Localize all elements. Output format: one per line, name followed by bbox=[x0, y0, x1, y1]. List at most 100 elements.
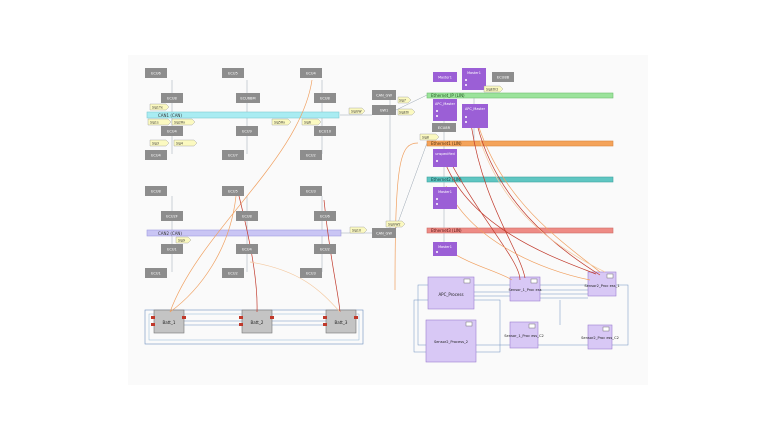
ecu-box[interactable]: ECU8 bbox=[145, 186, 167, 196]
ecu-box[interactable]: ECU9 bbox=[236, 126, 258, 136]
function-block-batt-1[interactable]: Batt_1 bbox=[151, 309, 186, 334]
ecu-label: ECU5 bbox=[228, 72, 238, 76]
ecu-label: ECU8 bbox=[151, 190, 161, 194]
signal-flag[interactable]: Sig4 bbox=[173, 139, 198, 147]
ecu-box[interactable]: ECU8 bbox=[161, 93, 183, 103]
process-sensor2-c2[interactable]: Sensor2_Proc ess_C2 bbox=[581, 324, 619, 350]
function-block-batt-2[interactable]: Batt_2 bbox=[239, 309, 274, 334]
bus-ethernet3[interactable]: Ethernet3 (LIN) bbox=[426, 227, 614, 234]
signal-flag-label: SigGW2 bbox=[388, 223, 401, 227]
signal-flag[interactable]: Sig1s bbox=[147, 118, 172, 126]
ecu-box[interactable]: ECU8 bbox=[236, 211, 258, 221]
signal-flag-label: Sig1s bbox=[150, 121, 159, 125]
signal-flag[interactable]: Sig10 bbox=[349, 226, 368, 234]
purple-node[interactable]: Master1 bbox=[433, 187, 457, 209]
ecu-box[interactable]: ECU4 bbox=[145, 150, 167, 160]
ecu-box[interactable]: ECU6 bbox=[314, 211, 336, 221]
ecu-label: ECU8 bbox=[167, 97, 177, 101]
signal-flag[interactable]: Sig8 bbox=[419, 133, 440, 141]
signal-flag[interactable]: SigGW2 bbox=[385, 220, 406, 228]
function-block-batt-3-label: Batt_3 bbox=[335, 320, 348, 325]
signal-flag[interactable]: SigEth2 bbox=[483, 85, 504, 93]
function-block-batt-3[interactable]: Batt_3 bbox=[323, 309, 358, 334]
ecu-label: ECU5 bbox=[228, 190, 238, 194]
purple-node[interactable]: Master1 bbox=[433, 72, 457, 82]
ecu-box[interactable]: ECU8 bbox=[314, 93, 336, 103]
gateway-box[interactable]: GW1 bbox=[372, 105, 396, 115]
signal-flag-label: SigEth2 bbox=[486, 88, 498, 92]
process-sensor2-1-label: Sensor2_Proc ess_1 bbox=[584, 284, 619, 288]
process-sensor1[interactable]: Sensor_1_Proc ess bbox=[509, 276, 542, 302]
ecu-box[interactable]: ECU6 bbox=[145, 68, 167, 78]
ecu-box[interactable]: ECU4 bbox=[300, 68, 322, 78]
purple-node-label: Master1 bbox=[438, 245, 452, 249]
ecu-box[interactable]: ECU1 bbox=[145, 268, 167, 278]
bus-ethernet1[interactable]: Ethernet1 (LIN) bbox=[426, 140, 614, 147]
purple-node[interactable]: unspecified bbox=[433, 149, 457, 167]
function-block-batt-2-label: Batt_2 bbox=[251, 320, 264, 325]
process-sensor2-2[interactable]: Sensor2_Process_2 bbox=[425, 319, 477, 363]
ecu-label: ECU3 bbox=[306, 272, 316, 276]
ecu-label: ECU3 bbox=[306, 190, 316, 194]
purple-node-label: APC_Master bbox=[465, 107, 486, 111]
ecu-label: ECU6 bbox=[320, 215, 330, 219]
process-sensor2-1[interactable]: Sensor2_Proc ess_1 bbox=[584, 271, 620, 297]
ecu-box[interactable]: ECU4 bbox=[236, 244, 258, 254]
ecu-box[interactable]: ECU2F bbox=[161, 211, 183, 221]
signal-flag-label: Sig6 bbox=[304, 121, 311, 125]
gateway-label: CAN_GW bbox=[376, 94, 392, 98]
ecu-box[interactable]: ECU8R bbox=[432, 123, 456, 132]
signal-flag[interactable]: Sig9 bbox=[175, 236, 192, 244]
ecu-label: ECU8 bbox=[242, 215, 252, 219]
purple-node[interactable]: APC_Master bbox=[433, 99, 457, 121]
ecu-box[interactable]: ECU7 bbox=[222, 150, 244, 160]
bus-can1[interactable]: CAN1 (CAN) bbox=[146, 111, 340, 119]
ecu-label: ECU4 bbox=[167, 130, 177, 134]
ecu-box[interactable]: ECU2 bbox=[222, 268, 244, 278]
bus-ethernet-ip[interactable]: Ethernet_IP (LIN) bbox=[426, 92, 614, 99]
ecu-box[interactable]: ECU2 bbox=[300, 150, 322, 160]
signal-flag[interactable]: Sig6 bbox=[301, 118, 322, 126]
process-apc[interactable]: APC_Process bbox=[427, 276, 475, 310]
ecu-label: ECU1 bbox=[151, 272, 161, 276]
process-apc-label: APC_Process bbox=[438, 292, 463, 297]
process-sensor1-c2[interactable]: Sensor_1_Proc ess_C2 bbox=[504, 321, 544, 349]
gateway-box[interactable]: CAN_GW bbox=[372, 228, 396, 238]
purple-node[interactable]: Master1 bbox=[433, 242, 457, 256]
ecu-box[interactable]: ECU5 bbox=[222, 68, 244, 78]
ecu-label: ECU8R bbox=[438, 126, 451, 130]
ecu-box[interactable]: ECU6BM bbox=[236, 93, 260, 103]
gateway-box[interactable]: CAN_GW bbox=[372, 90, 396, 100]
ecu-label: ECU8B bbox=[497, 76, 510, 80]
signal-flag[interactable]: SigEth bbox=[397, 108, 416, 116]
bus-ethernet2[interactable]: Ethernet2 (LIN) bbox=[426, 176, 614, 183]
signal-flag[interactable]: Sig2Rx bbox=[171, 118, 196, 126]
signal-flag[interactable]: SigGW bbox=[348, 107, 366, 115]
ecu-label: ECU2F bbox=[166, 215, 178, 219]
ecu-box[interactable]: ECU8B bbox=[492, 72, 514, 82]
ecu-box[interactable]: ECU2 bbox=[314, 244, 336, 254]
bus-can2-label: CAN2 (CAN) bbox=[158, 231, 182, 236]
bus-ethernet1-label: Ethernet1 (LIN) bbox=[431, 141, 462, 146]
signal-flag-label: Sig1Tx bbox=[152, 106, 163, 110]
ecu-label: ECU7 bbox=[228, 154, 238, 158]
bus-can2[interactable]: CAN2 (CAN) bbox=[146, 229, 342, 237]
ecu-box[interactable]: ECU1 bbox=[161, 244, 183, 254]
signal-flag[interactable]: Sig3 bbox=[149, 139, 170, 147]
ecu-box[interactable]: ECU5 bbox=[222, 186, 244, 196]
ecu-box[interactable]: ECU10 bbox=[314, 126, 336, 136]
signal-flag[interactable]: Sig1Tx bbox=[149, 103, 170, 111]
ecu-box[interactable]: ECU3 bbox=[300, 186, 322, 196]
signal-flag-label: Sig3 bbox=[152, 142, 159, 146]
bus-ethernet-ip-label: Ethernet_IP (LIN) bbox=[431, 93, 465, 98]
purple-node-label: Master1 bbox=[438, 76, 452, 80]
signal-flag[interactable]: Sig5Rx bbox=[271, 118, 292, 126]
ecu-box[interactable]: ECU4 bbox=[161, 126, 183, 136]
ecu-label: ECU2 bbox=[306, 154, 316, 158]
ecu-box[interactable]: ECU3 bbox=[300, 268, 322, 278]
purple-node[interactable]: APC_Master bbox=[462, 104, 488, 128]
signal-flag[interactable]: Sig7 bbox=[397, 96, 412, 104]
purple-node-label: unspecified bbox=[435, 152, 454, 156]
purple-node[interactable]: Master1 bbox=[462, 68, 486, 90]
